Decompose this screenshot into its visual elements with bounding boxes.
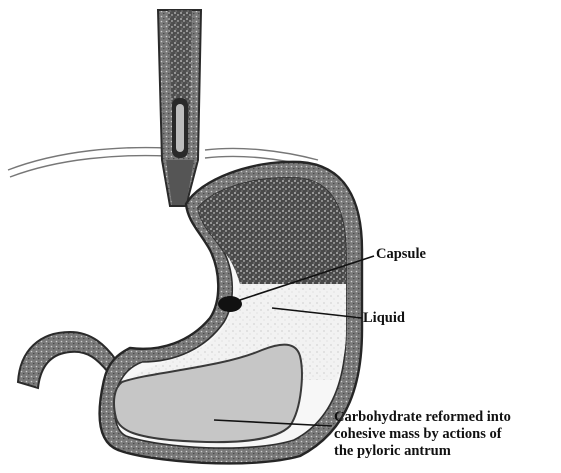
capsule-label: Capsule <box>376 246 426 262</box>
carbohydrate-label: Carbohydrate reformed into cohesive mass… <box>334 409 511 460</box>
liquid-label: Liquid <box>363 310 405 326</box>
duodenum <box>18 332 116 388</box>
esophagus <box>158 10 201 206</box>
carbohydrate-label-line-3: the pyloric antrum <box>334 443 511 460</box>
carbohydrate-label-line-1: Carbohydrate reformed into <box>334 409 511 426</box>
carbohydrate-label-line-2: cohesive mass by actions of <box>334 426 511 443</box>
capsule-shape <box>218 296 242 312</box>
